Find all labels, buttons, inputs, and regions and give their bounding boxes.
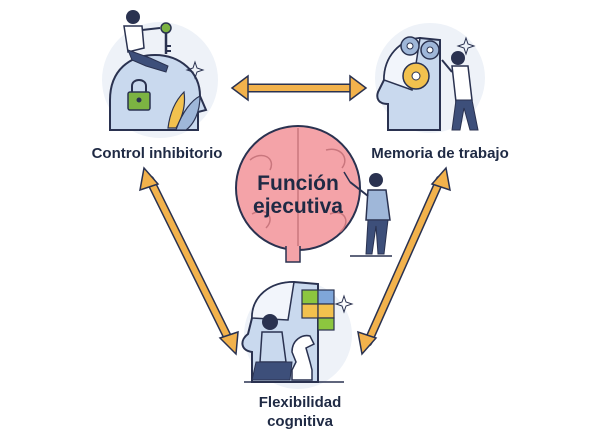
arrow-control-memoria	[230, 74, 368, 102]
person-thinking-icon	[244, 314, 344, 383]
arrow-control-flex	[139, 166, 239, 356]
label-flexibilidad-cognitiva: Flexibilidad cognitiva	[230, 393, 370, 431]
arrow-memoria-flex	[357, 166, 451, 356]
label-flex-line1: Flexibilidad	[258, 394, 342, 411]
sparkle-icon	[456, 36, 476, 56]
person-with-key-icon	[123, 10, 169, 73]
sparkle-icon	[185, 60, 205, 80]
center-title-line2: ejecutiva	[253, 195, 343, 218]
person-with-gear-icon	[441, 51, 479, 131]
label-flex-line2: cognitiva	[267, 413, 333, 430]
center-title-line1: Función	[257, 172, 339, 195]
key-icon	[160, 22, 172, 54]
person-pointing-icon	[343, 171, 392, 257]
head-with-lock-icon	[102, 22, 218, 138]
label-memoria-de-trabajo: Memoria de trabajo	[371, 145, 509, 162]
sparkle-icon	[334, 294, 354, 314]
chess-knight-icon	[291, 334, 316, 381]
brain-icon	[235, 125, 361, 263]
label-control-inhibitorio: Control inhibitorio	[91, 145, 223, 162]
center-title: Función ejecutiva	[228, 172, 368, 218]
